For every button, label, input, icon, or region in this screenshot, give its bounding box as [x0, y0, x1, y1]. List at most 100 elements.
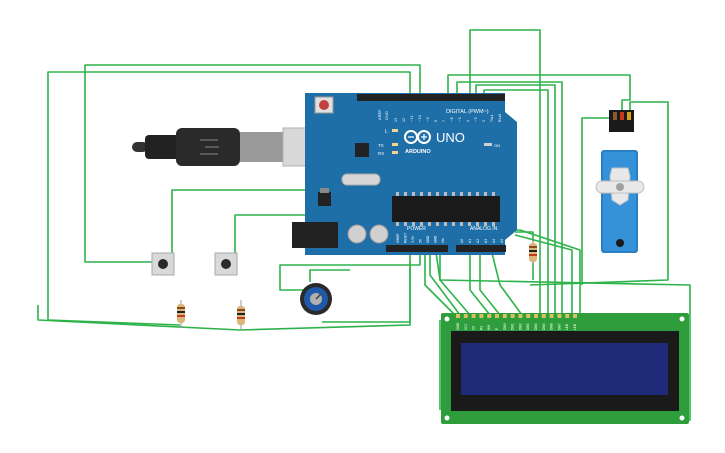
crystal: [341, 173, 381, 186]
power-pin-label: GND: [426, 235, 430, 243]
capacitor-2: [369, 224, 389, 244]
reset-button-cap: [319, 100, 329, 110]
lcd-pin-pad[interactable]: [549, 314, 554, 318]
wire-pot-2[interactable]: [322, 262, 411, 323]
resistor-2[interactable]: [237, 300, 245, 330]
wire-power-lcd-3[interactable]: [424, 245, 456, 316]
led-on-label: ON: [494, 143, 500, 148]
power-pin-label: Vin: [441, 238, 445, 243]
digital-pin-label: 13: [394, 118, 398, 122]
lcd-pin-pad[interactable]: [557, 314, 562, 318]
lcd-pin-pad[interactable]: [463, 314, 468, 318]
analog-pin-label: A1: [468, 239, 472, 243]
gnd-label: GND: [384, 111, 389, 120]
wire-resistor-analog[interactable]: [515, 231, 534, 242]
lcd-pin-pad[interactable]: [479, 314, 484, 318]
lcd-pin-label: DB2: [518, 323, 522, 330]
pushbutton-2[interactable]: [214, 252, 238, 276]
lcd-pin-label: DB1: [511, 323, 515, 330]
digital-header[interactable]: [357, 94, 505, 101]
lcd-pin-pad[interactable]: [471, 314, 476, 318]
lcd-pin-pad[interactable]: [510, 314, 515, 318]
lcd-screen: [461, 343, 668, 395]
wire-top-loop-4[interactable]: [475, 84, 556, 315]
digital-pin-label: ~11: [410, 115, 414, 122]
power-pin-label: 5V: [419, 238, 423, 243]
digital-pin-label: ~5: [458, 117, 462, 122]
lcd-pin-label: LED: [573, 323, 577, 330]
lcd-pin-label: LED: [565, 323, 569, 330]
wire-power-lcd-2[interactable]: [434, 244, 471, 316]
led-tx-label: TX: [378, 143, 384, 148]
wire-top-loop-2[interactable]: [447, 74, 631, 112]
power-jack: [292, 222, 338, 248]
lcd-pin-pad[interactable]: [487, 314, 492, 318]
lcd-pin-pad[interactable]: [526, 314, 531, 318]
lcd-pin-label: DB5: [542, 323, 546, 330]
lcd-pin-label: GND: [456, 322, 460, 330]
lcd-pin-label: DB7: [557, 323, 561, 330]
lcd-pin-pad[interactable]: [495, 314, 499, 318]
resistor-3[interactable]: [529, 240, 537, 265]
digital-pin-label: ~9: [426, 117, 430, 122]
lcd-pin-pad[interactable]: [541, 314, 546, 318]
board-brand-label: ARDUINO: [405, 149, 431, 155]
analog-header-label: ANALOG IN: [470, 226, 498, 232]
analog-header[interactable]: [456, 245, 506, 252]
analog-pin-label: A2: [476, 239, 480, 243]
digital-pin-label: 2: [482, 120, 486, 122]
lcd-pin-pad[interactable]: [565, 314, 570, 318]
digital-pin-label: 12: [402, 118, 406, 122]
lcd-pin-label: RS: [479, 326, 483, 330]
wire-top-loop-1[interactable]: [469, 29, 541, 315]
pushbutton-1[interactable]: [151, 252, 175, 276]
wire-top-loop-3[interactable]: [456, 81, 563, 315]
digital-header-label: DIGITAL (PWM~): [446, 109, 489, 115]
wire-power-lcd-4[interactable]: [469, 245, 491, 316]
analog-pin-label: A4: [492, 239, 496, 243]
lcd-pin-label: DB3: [526, 323, 530, 330]
lcd-pin-label: VCC: [464, 323, 468, 330]
analog-pin-label: A0: [460, 239, 464, 243]
analog-pin-label: A3: [484, 239, 488, 243]
wire-pot-1[interactable]: [279, 245, 421, 291]
wire-servo-power[interactable]: [529, 101, 669, 286]
lcd-pin-pad[interactable]: [534, 314, 538, 318]
potentiometer[interactable]: [300, 283, 332, 315]
digital-pin-label: RX◂0: [498, 114, 502, 122]
wire-power-lcd-5[interactable]: [479, 245, 501, 316]
arduino-board[interactable]: UNO ARDUINO L TX RX ON DIGITAL (PWM~) AR…: [292, 93, 517, 255]
wire-pot-3[interactable]: [309, 269, 350, 282]
lcd-pin-pad[interactable]: [456, 314, 460, 318]
digital-pin-label: 8: [434, 120, 438, 122]
led-rx-label: RX: [378, 151, 384, 156]
lcd-pin-label: RW: [487, 324, 491, 330]
wire-left-loop[interactable]: [47, 71, 411, 326]
wire-lcd-right[interactable]: [514, 234, 573, 315]
lcd-pin-pad[interactable]: [502, 314, 507, 318]
digital-pin-label: ~3: [474, 117, 478, 122]
lcd-pin-pad[interactable]: [573, 314, 577, 318]
power-pin-label: 3.3V: [411, 235, 415, 243]
lcd-pin-label: E: [495, 328, 499, 330]
lcd-pin-label: DB4: [534, 323, 538, 330]
wire-analog-lcd[interactable]: [489, 244, 523, 316]
power-pin-label: GND: [434, 235, 438, 243]
wire-button-left-outer[interactable]: [84, 64, 421, 263]
lcd-pin-pad[interactable]: [518, 314, 523, 318]
atmega-chip: [392, 196, 500, 222]
capacitor-1: [347, 224, 367, 244]
led-l-label: L: [385, 129, 388, 135]
servo-motor[interactable]: [595, 110, 645, 253]
lcd-pin-label: DB0: [503, 323, 507, 330]
resistor-1[interactable]: [177, 300, 185, 328]
lcd-pin-label: DB6: [550, 323, 554, 330]
power-header-label: POWER: [407, 226, 426, 232]
digital-pin-label: TX▸1: [490, 114, 494, 123]
digital-pin-label: ~10: [418, 115, 422, 122]
usb-cable: [132, 127, 314, 167]
power-header[interactable]: [386, 245, 448, 252]
